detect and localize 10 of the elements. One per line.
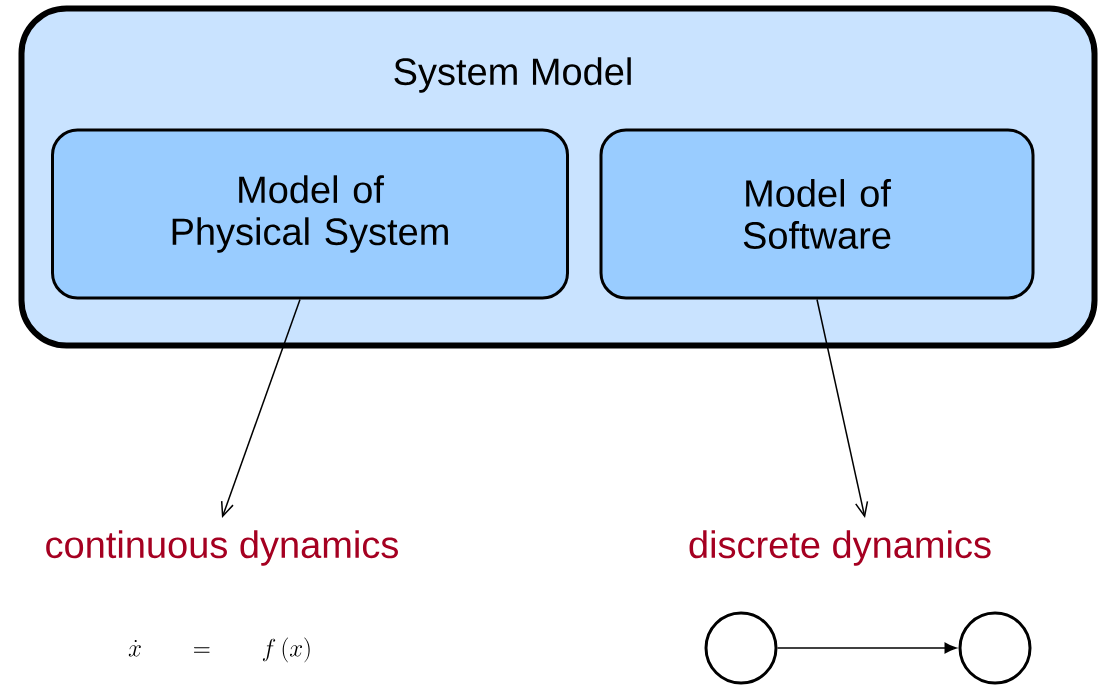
state-circle (958, 611, 1032, 685)
model-box: Model of Software (599, 128, 1035, 300)
equation: $\dot{x} \quad = \quad f\,(x)$ (128, 637, 310, 663)
heading-text: discrete dynamics (689, 530, 991, 566)
arrow (816, 298, 869, 519)
arrow (220, 298, 301, 519)
state-circle (704, 611, 778, 685)
heading-text: continuous dynamics (46, 530, 398, 566)
arrow (776, 642, 957, 654)
model-box: Model of Physical System (51, 128, 569, 300)
